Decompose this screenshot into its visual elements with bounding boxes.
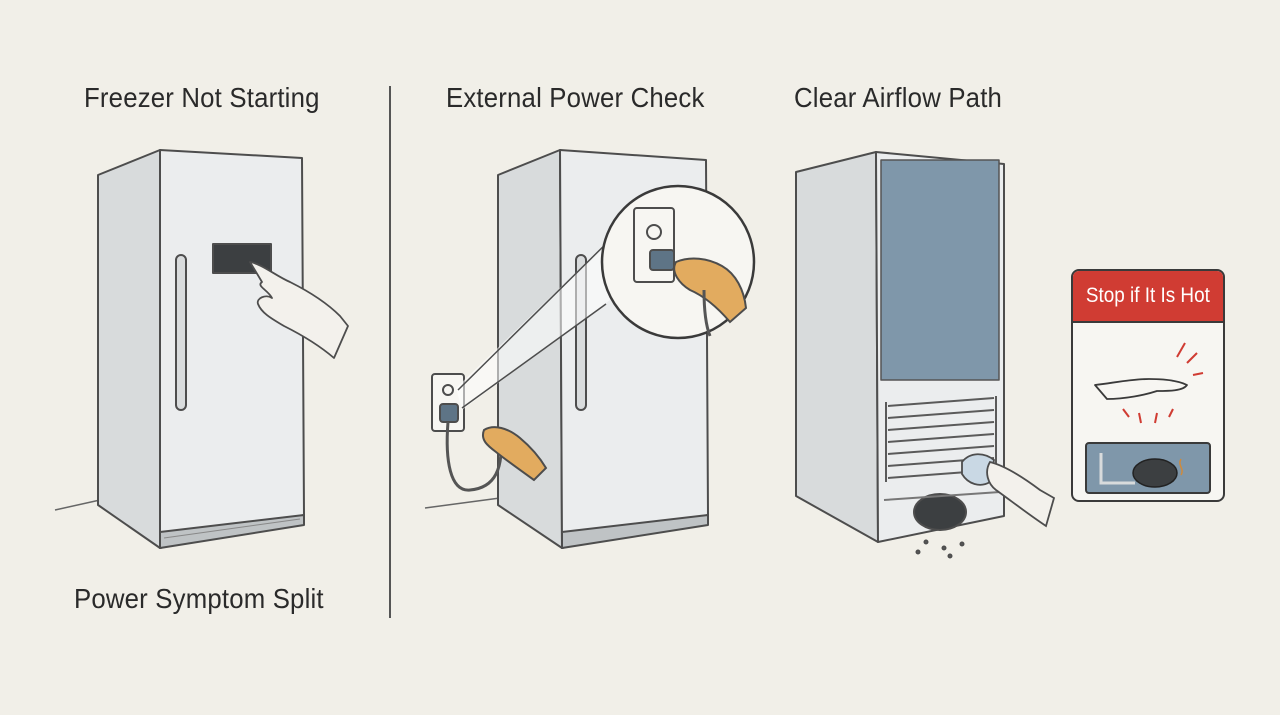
- panel-divider: [389, 86, 391, 618]
- warning-label: Stop if It Is Hot: [1086, 284, 1210, 307]
- cloth-icon: [961, 453, 1056, 528]
- warning-header: Stop if It Is Hot: [1073, 271, 1223, 323]
- panel-title-power: External Power Check: [446, 82, 705, 113]
- panel-title-freezer: Freezer Not Starting: [84, 82, 320, 113]
- footer-label: Power Symptom Split: [74, 583, 324, 614]
- finger-icon: [249, 261, 349, 359]
- hot-warning-card: Stop if It Is Hot: [1071, 269, 1225, 502]
- freezer-icon: [795, 151, 1005, 543]
- compressor-icon: [1085, 442, 1211, 494]
- compressor-icon: [883, 491, 1001, 559]
- panel-title-airflow: Clear Airflow Path: [794, 82, 1003, 113]
- hand-icon: [1094, 378, 1188, 400]
- heat-lines-icon: [1122, 342, 1204, 424]
- warning-illustration: [1085, 342, 1211, 494]
- magnifier-icon: [456, 184, 756, 410]
- condenser-coil-icon: [885, 396, 997, 482]
- plug-icon: [439, 403, 548, 492]
- freezer-icon: [54, 149, 305, 549]
